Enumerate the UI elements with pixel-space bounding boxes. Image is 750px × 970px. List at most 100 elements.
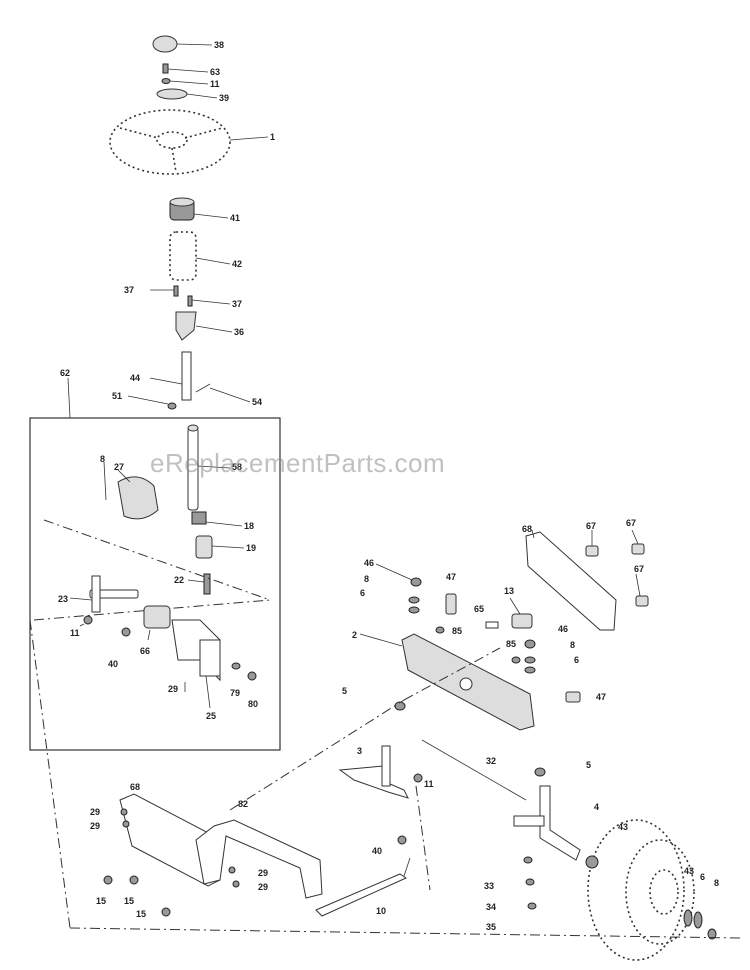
callout-80: 80: [248, 699, 258, 709]
bolts-37: [150, 285, 231, 307]
washer-39: [156, 88, 218, 100]
centerline-spindle: [415, 785, 431, 891]
centerline-mid: [229, 699, 405, 811]
washer-11-right: [413, 773, 423, 783]
callout-18: 18: [244, 521, 254, 531]
bracket-68-top: [525, 529, 617, 631]
callout-37: 37: [124, 285, 134, 295]
bushing-5-left: [394, 701, 406, 711]
callout-15: 15: [96, 896, 106, 906]
centerline-box-upper: [43, 519, 271, 601]
bushing-19: [195, 535, 245, 559]
bolt-47-right: [565, 691, 581, 703]
nuts-15: [103, 875, 171, 917]
callout-43: 43: [618, 822, 628, 832]
callout-47: 47: [596, 692, 606, 702]
callout-11: 11: [424, 779, 434, 789]
callout-29: 29: [168, 684, 178, 694]
callout-41: 41: [230, 213, 240, 223]
callout-8: 8: [364, 574, 369, 584]
callout-37: 37: [232, 299, 242, 309]
spindle-4: [513, 785, 581, 861]
washer-51: [127, 395, 177, 410]
callout-36: 36: [234, 327, 244, 337]
callout-32: 32: [486, 756, 496, 766]
callout-62: 62: [60, 368, 70, 378]
callout-54: 54: [252, 397, 262, 407]
callout-2: 2: [352, 630, 357, 640]
bushing-5-right: [534, 767, 546, 777]
callout-27: 27: [114, 462, 124, 472]
callout-85: 85: [506, 639, 516, 649]
spindle-3: [338, 745, 409, 799]
steering-adapter-41: [169, 197, 229, 221]
washers-8-6-right: [524, 656, 536, 674]
spacer-13: [509, 597, 533, 629]
washer-11-top: [161, 78, 209, 85]
callout-15: 15: [124, 896, 134, 906]
callout-44: 44: [130, 373, 140, 383]
callout-79: 79: [230, 688, 240, 698]
bolt-47-left: [445, 593, 457, 615]
washer-79: [231, 662, 241, 670]
bolt-46-left: [375, 563, 422, 587]
callout-4: 4: [594, 802, 599, 812]
callout-40: 40: [372, 846, 382, 856]
callout-22: 22: [174, 575, 184, 585]
callout-40: 40: [108, 659, 118, 669]
callout-8: 8: [100, 454, 105, 464]
callout-46: 46: [558, 624, 568, 634]
callout-29: 29: [258, 882, 268, 892]
callout-5: 5: [586, 760, 591, 770]
callout-68: 68: [130, 782, 140, 792]
callout-67: 67: [634, 564, 644, 574]
zerk-85-left: [435, 626, 445, 634]
subassembly-box-62: [29, 417, 281, 751]
callout-85: 85: [452, 626, 462, 636]
axle-pivot-2: [359, 633, 535, 731]
callout-42: 42: [232, 259, 242, 269]
callout-3: 3: [357, 746, 362, 756]
bolt-8-box: [103, 461, 107, 501]
callout-10: 10: [376, 906, 386, 916]
washers-8-6-left: [408, 596, 420, 614]
callout-43: 43: [684, 866, 694, 876]
steering-boot-42: [169, 231, 231, 281]
pin-54: [195, 383, 251, 403]
callout-6: 6: [360, 588, 365, 598]
steering-wheel-cap: [152, 35, 213, 53]
centerline-bottom: [69, 927, 741, 939]
callout-23: 23: [58, 594, 68, 604]
callout-29: 29: [90, 821, 100, 831]
bracket-25: [171, 619, 221, 709]
callout-13: 13: [504, 586, 514, 596]
washer-40-right: [397, 835, 407, 845]
callout-65: 65: [474, 604, 484, 614]
bolts-29-lower: [120, 808, 240, 888]
washer-40-box: [121, 627, 131, 637]
callout-29: 29: [90, 807, 100, 817]
callout-47: 47: [446, 572, 456, 582]
callout-67: 67: [626, 518, 636, 528]
callout-58: 58: [232, 462, 242, 472]
leader-62: [67, 377, 71, 419]
centerline-upper: [403, 647, 501, 701]
hub-hardware-43-6-8: [683, 909, 717, 940]
pinion-18: [191, 511, 243, 527]
callout-6: 6: [574, 655, 579, 665]
zerk-85-right: [511, 656, 521, 664]
callouts: 38 63 11 39 1 41 42 37 37 36 62 44 51 54…: [58, 40, 719, 932]
bolts-67: [585, 529, 649, 607]
steering-shaft-44: [149, 351, 192, 401]
nut-22: [187, 573, 211, 595]
watermark-text: eReplacementParts.com: [150, 448, 446, 478]
bolt-63: [162, 63, 209, 74]
bushing-66: [143, 605, 171, 641]
callout-35: 35: [486, 922, 496, 932]
callout-25: 25: [206, 711, 216, 721]
callout-82: 82: [238, 799, 248, 809]
steering-shaft-58: [187, 424, 231, 511]
callout-11: 11: [210, 79, 220, 89]
washer-11-box: [79, 615, 93, 627]
